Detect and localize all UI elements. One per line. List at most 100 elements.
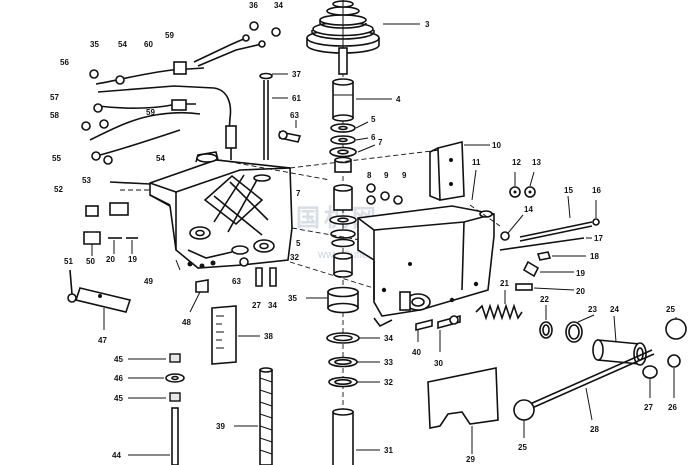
label-part: 34: [268, 301, 277, 310]
label-part: 60: [144, 40, 153, 49]
label-part: 23: [588, 305, 597, 314]
label-part: 12: [512, 158, 521, 167]
label-part: 50: [86, 257, 95, 266]
label-part: 5: [371, 115, 376, 124]
label-part: 15: [564, 186, 573, 195]
top-rod-and-bolt: [259, 72, 302, 160]
label-part: 19: [128, 255, 137, 264]
label-part: 17: [594, 234, 603, 243]
spindle-mid-parts: [329, 183, 403, 278]
lower-rings: [326, 332, 360, 388]
mounting-bracket: [429, 140, 465, 201]
label-part: 27: [252, 301, 261, 310]
label-part: 34: [384, 334, 393, 343]
label-part: 59: [165, 31, 174, 40]
part-labels: 3 36 34 35 54 60 59 56 37 57 58 59 61 4 …: [50, 1, 677, 464]
depth-scale-plate: [427, 367, 499, 429]
label-part: 34: [274, 1, 283, 10]
label-part: 18: [590, 252, 599, 261]
spindle-bearing: [327, 286, 359, 314]
label-part: 26: [668, 403, 677, 412]
label-part: 25: [518, 443, 527, 452]
label-part: 53: [82, 176, 91, 185]
label-part: 63: [232, 277, 241, 286]
label-part: 54: [156, 154, 165, 163]
label-part: 6: [371, 133, 376, 142]
label-part: 13: [532, 158, 541, 167]
label-part: 8: [367, 171, 372, 180]
label-part: 37: [292, 70, 301, 79]
label-part: 59: [146, 108, 155, 117]
long-shaft-15: [519, 218, 600, 242]
label-part: 44: [112, 451, 121, 460]
label-part: 38: [264, 332, 273, 341]
casting-fasteners: [195, 257, 277, 293]
label-part: 52: [54, 185, 63, 194]
stepped-pulley: [306, 0, 380, 75]
cap-nuts: [509, 186, 536, 198]
label-part: 5: [296, 239, 301, 248]
label-part: 14: [524, 205, 533, 214]
label-part: 24: [610, 305, 619, 314]
label-part: 48: [182, 318, 191, 327]
label-part: 20: [576, 287, 585, 296]
label-part: 9: [384, 171, 389, 180]
label-part: 63: [290, 111, 299, 120]
label-part: 45: [114, 355, 123, 364]
label-part: 29: [466, 455, 475, 464]
label-part: 16: [592, 186, 601, 195]
label-part: 33: [384, 358, 393, 367]
label-part: 57: [50, 93, 59, 102]
label-part: 7: [378, 138, 383, 147]
head-casting: [149, 151, 293, 269]
label-part: 54: [118, 40, 127, 49]
label-part: 30: [434, 359, 443, 368]
depth-scale: [211, 305, 237, 365]
label-part: 40: [412, 348, 421, 357]
small-parts-right: [499, 237, 585, 291]
label-part: 4: [396, 95, 401, 104]
label-part: 47: [98, 336, 107, 345]
label-part: 56: [60, 58, 69, 67]
label-part: 58: [50, 111, 59, 120]
quill-tube: [332, 408, 354, 465]
stop-nut-stack: [165, 353, 185, 465]
label-part: 10: [492, 141, 501, 150]
feed-assembly: [475, 290, 687, 368]
switch-plate: [67, 269, 132, 313]
label-part: 49: [144, 277, 153, 286]
label-part: 39: [216, 422, 225, 431]
label-part: 35: [90, 40, 99, 49]
label-part: 61: [292, 94, 301, 103]
threaded-rod: [259, 367, 273, 465]
label-part: 51: [64, 257, 73, 266]
label-part: 31: [384, 446, 393, 455]
label-part: 9: [402, 171, 407, 180]
label-part: 32: [384, 378, 393, 387]
wiring-harness: [81, 21, 281, 165]
label-part: 7: [296, 189, 301, 198]
upper-washers: [329, 123, 357, 173]
spindle-sleeve: [332, 78, 354, 122]
label-part: 22: [540, 295, 549, 304]
label-part: 32: [290, 253, 299, 262]
right-housing: [357, 205, 495, 328]
label-part: 20: [106, 255, 115, 264]
label-part: 28: [590, 425, 599, 434]
label-part: 46: [114, 374, 123, 383]
feed-handle-rod: [513, 349, 655, 421]
small-bolts-lower: [415, 314, 461, 332]
label-part: 21: [500, 279, 509, 288]
label-part: 55: [52, 154, 61, 163]
label-part: 35: [288, 294, 297, 303]
label-part: 45: [114, 394, 123, 403]
small-pins-left: [83, 231, 138, 245]
label-part: 11: [472, 158, 481, 167]
label-part: 36: [249, 1, 258, 10]
label-part: 19: [576, 269, 585, 278]
label-part: 27: [644, 403, 653, 412]
label-part: 25: [666, 305, 675, 314]
label-part: 3: [425, 20, 430, 29]
